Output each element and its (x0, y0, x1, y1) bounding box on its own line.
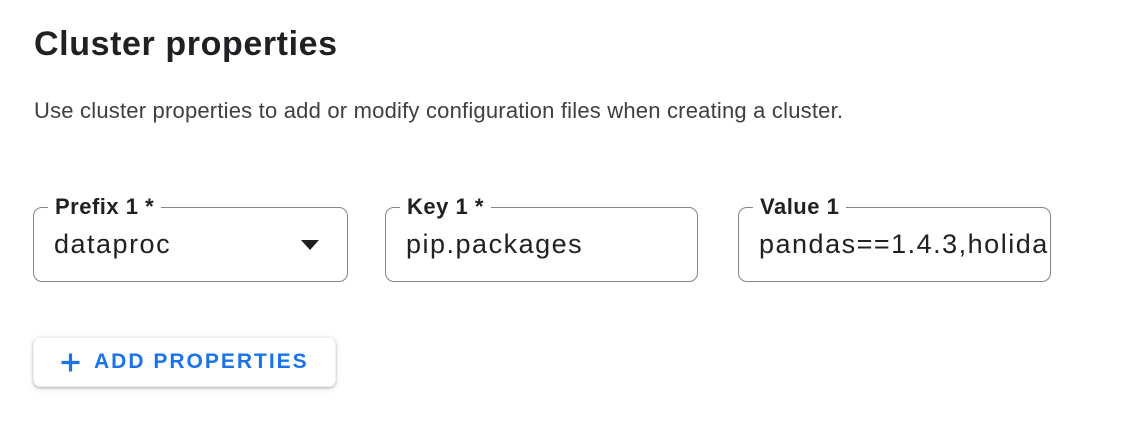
value-label: Value 1 (753, 192, 847, 222)
property-row: Prefix 1 * dataproc Key 1 * Value 1 (0, 192, 1122, 282)
page-subtitle: Use cluster properties to add or modify … (34, 98, 844, 123)
key-label: Key 1 * (400, 192, 491, 222)
value-input[interactable] (739, 212, 1050, 277)
add-properties-button[interactable]: ADD PROPERTIES (33, 337, 336, 387)
add-properties-label: ADD PROPERTIES (94, 350, 309, 373)
prefix-selected-value: dataproc (54, 229, 172, 259)
prefix-label: Prefix 1 * (48, 192, 162, 222)
prefix-select[interactable]: Prefix 1 * dataproc (33, 192, 348, 282)
plus-icon (61, 353, 80, 371)
key-field: Key 1 * (385, 192, 698, 282)
page-title: Cluster properties (34, 25, 338, 63)
value-field: Value 1 (738, 192, 1051, 282)
key-input[interactable] (386, 212, 697, 277)
dropdown-arrow-icon (301, 239, 319, 250)
